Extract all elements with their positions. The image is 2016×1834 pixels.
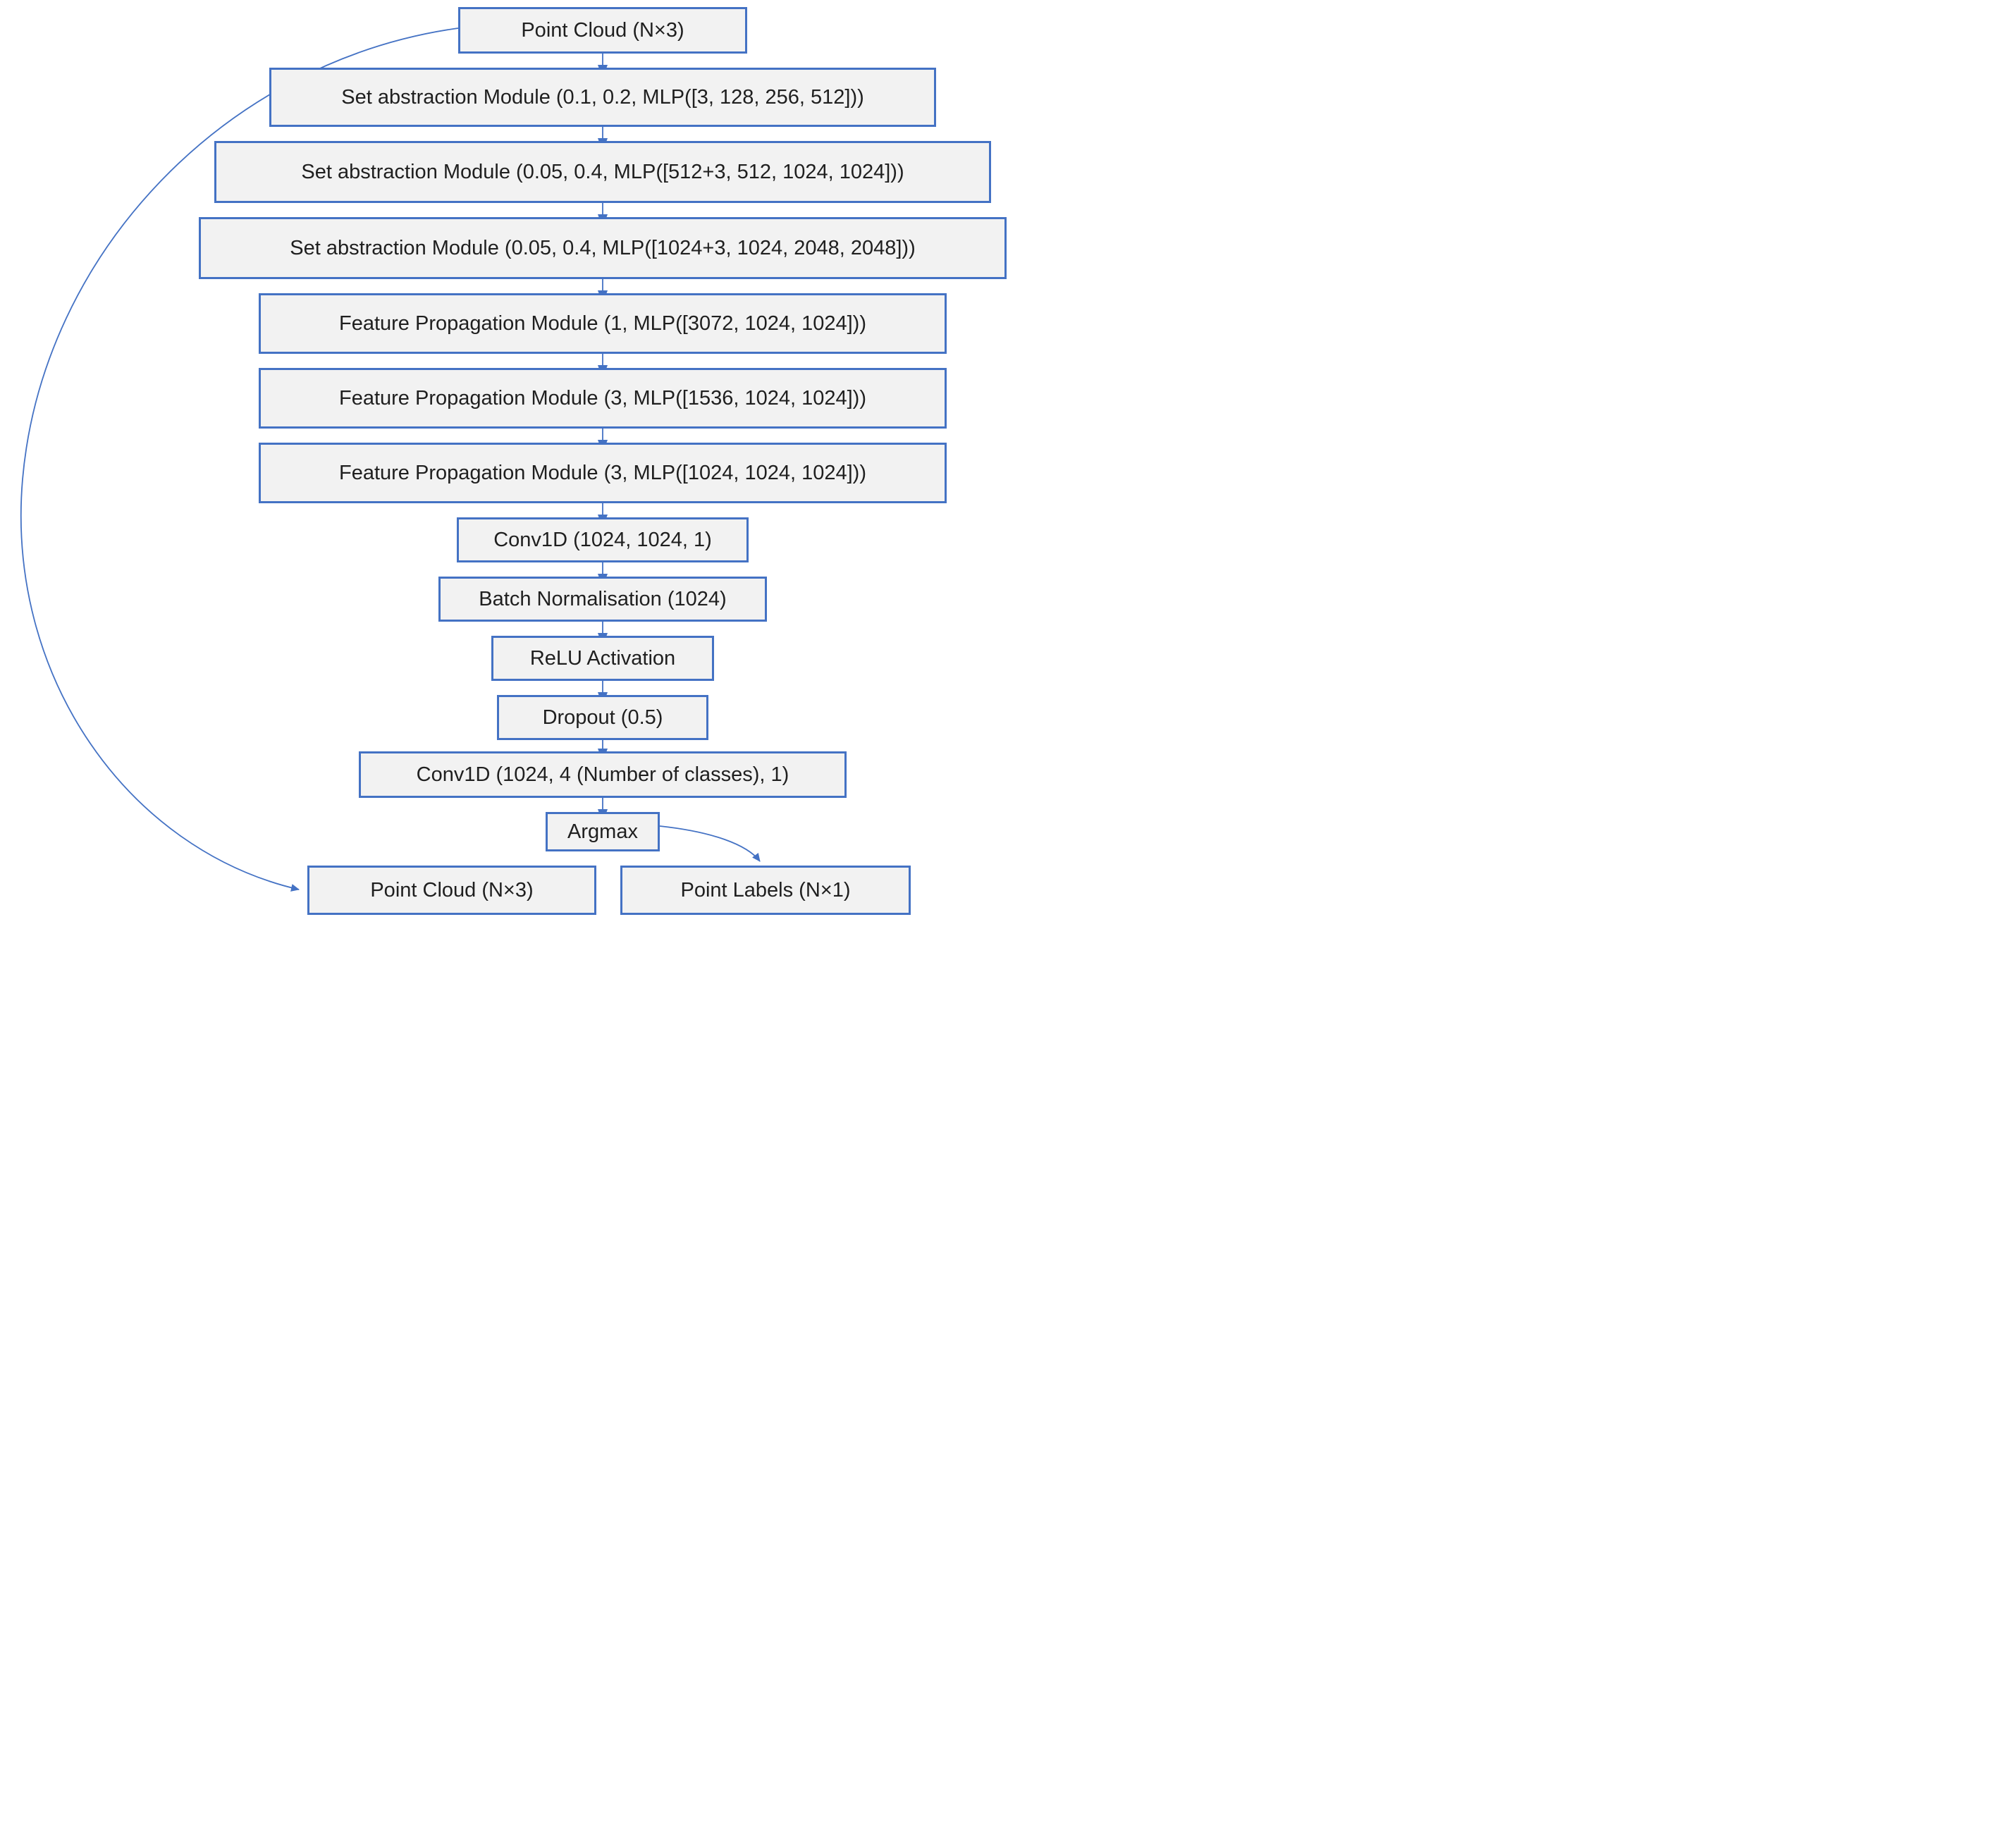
architecture-flowchart: Point Cloud (N×3) Set abstraction Module… [0,0,1008,917]
curve-input-to-output-cloud [20,27,459,892]
node-batch-normalisation: Batch Normalisation (1024) [438,577,767,622]
node-feature-propagation-3: Feature Propagation Module (3, MLP([1024… [259,443,947,503]
node-argmax: Argmax [546,812,660,851]
node-point-labels: Point Labels (N×1) [620,866,911,915]
node-point-cloud-input: Point Cloud (N×3) [458,7,747,54]
node-conv1d-2: Conv1D (1024, 4 (Number of classes), 1) [359,751,847,798]
node-feature-propagation-2: Feature Propagation Module (3, MLP([1536… [259,368,947,429]
node-set-abstraction-1: Set abstraction Module (0.1, 0.2, MLP([3… [269,68,936,127]
node-point-cloud-output: Point Cloud (N×3) [307,866,596,915]
node-relu-activation: ReLU Activation [491,636,714,681]
curve-argmax-to-labels [659,825,761,862]
node-set-abstraction-3: Set abstraction Module (0.05, 0.4, MLP([… [199,217,1007,279]
node-set-abstraction-2: Set abstraction Module (0.05, 0.4, MLP([… [214,141,991,203]
node-dropout: Dropout (0.5) [497,695,708,740]
node-conv1d-1: Conv1D (1024, 1024, 1) [457,517,749,562]
node-feature-propagation-1: Feature Propagation Module (1, MLP([3072… [259,293,947,354]
